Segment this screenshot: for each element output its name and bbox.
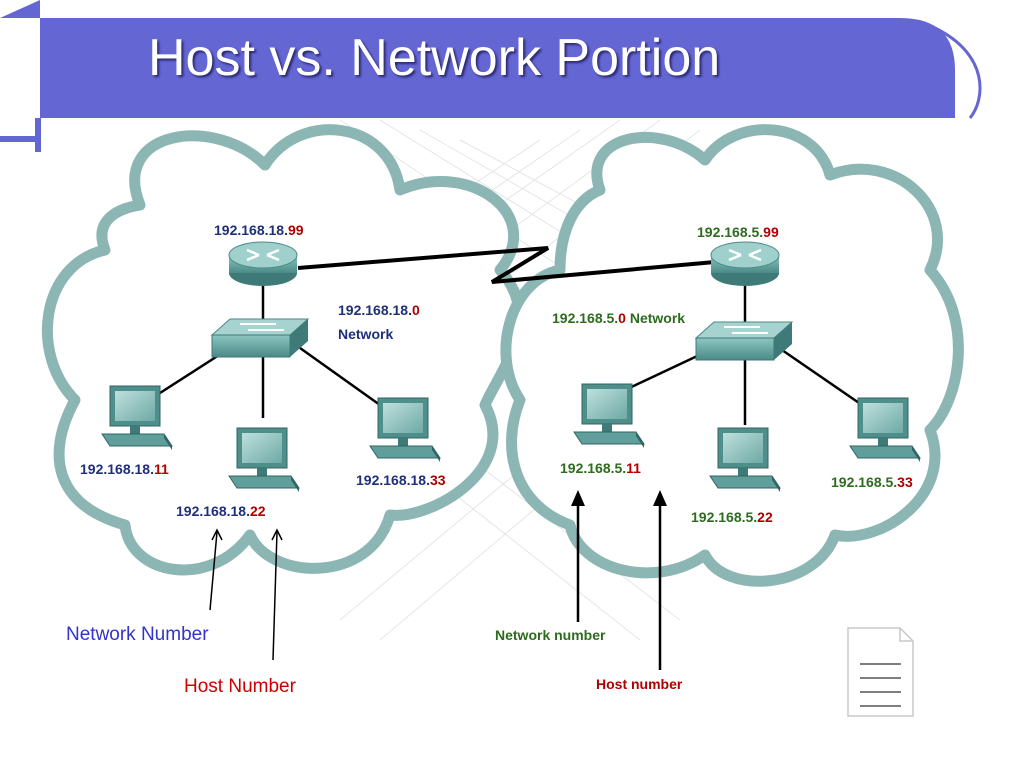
- right-network-label: 192.168.5.0 Network: [552, 310, 685, 326]
- left-network-address: 192.168.18.0: [338, 302, 420, 318]
- switch-icon: [695, 321, 793, 361]
- serial-link: [297, 246, 716, 284]
- host-number-small-label: Host number: [596, 676, 683, 692]
- left-callout-arrows: [209, 528, 283, 661]
- right-arrowheads: [571, 490, 667, 506]
- right-callout-arrows: [576, 502, 662, 670]
- slide-title: Host vs. Network Portion: [148, 29, 721, 87]
- right-pc2-ip: 192.168.5.22: [691, 509, 773, 525]
- right-router-ip: 192.168.5.99: [697, 224, 779, 240]
- left-router-ip: 192.168.18.99: [214, 222, 304, 238]
- network-number-label: Network Number: [66, 624, 209, 645]
- right-pc1-ip: 192.168.5.11: [560, 460, 641, 476]
- host-number-label: Host Number: [184, 676, 297, 697]
- left-pc1-ip: 192.168.18.11: [80, 461, 169, 477]
- document-icon: [847, 627, 914, 717]
- network-number-small-label: Network number: [495, 627, 606, 643]
- left-network-word: Network: [338, 326, 393, 342]
- router-icon: [709, 240, 781, 288]
- title-bar: [0, 0, 982, 152]
- router-icon: [227, 240, 299, 288]
- left-cables: [159, 280, 381, 418]
- right-pc3-ip: 192.168.5.33: [831, 474, 913, 490]
- left-pc3-ip: 192.168.18.33: [356, 472, 446, 488]
- left-pc2-ip: 192.168.18.22: [176, 503, 266, 519]
- switch-icon: [211, 318, 309, 358]
